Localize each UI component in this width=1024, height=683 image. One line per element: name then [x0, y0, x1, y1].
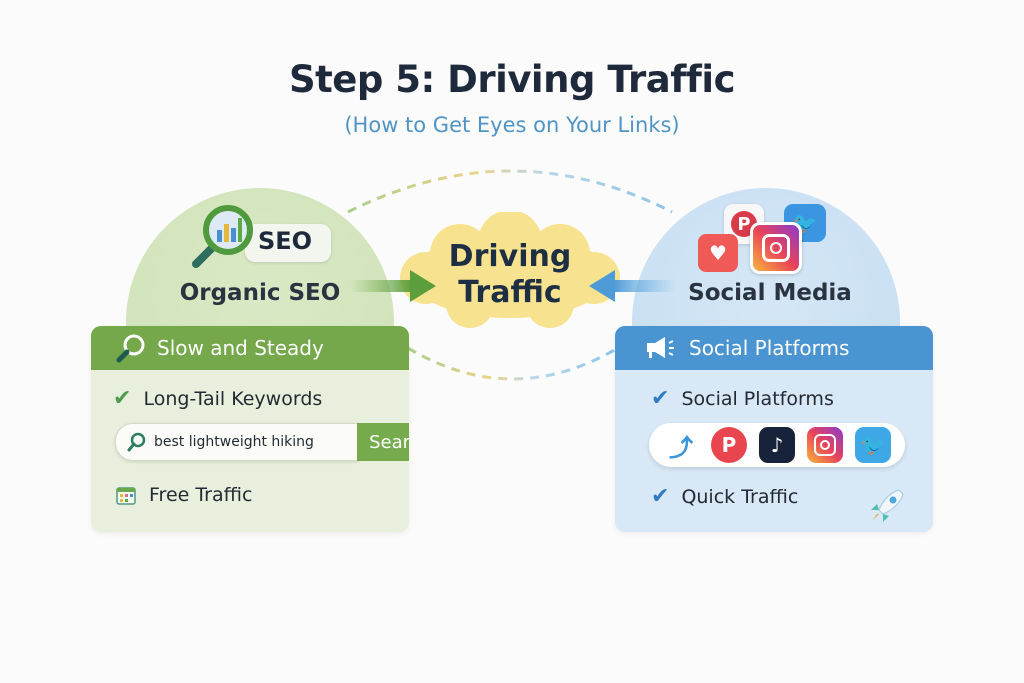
driving-traffic-cloud	[400, 212, 620, 328]
check-icon: ✔	[651, 484, 670, 509]
center-line-2: Traffic	[458, 275, 562, 310]
list-item: ✔ Long-Tail Keywords	[113, 386, 322, 411]
list-item: ✔ Social Platforms	[651, 386, 834, 411]
pinterest-icon[interactable]: P	[711, 427, 747, 463]
seo-badge-label: SEO	[258, 227, 313, 255]
instagram-icon[interactable]	[807, 427, 843, 463]
twitter-icon[interactable]: 🐦	[855, 427, 891, 463]
list-item-label: Quick Traffic	[681, 485, 799, 508]
card-title: Slow and Steady	[157, 336, 324, 360]
center-line-1: Driving	[448, 239, 572, 274]
list-item-label: Long-Tail Keywords	[143, 387, 323, 410]
card-title: Social Platforms	[689, 336, 850, 360]
page-subtitle: (How to Get Eyes on Your Links)	[344, 113, 680, 137]
list-item: ✔ Quick Traffic	[651, 484, 798, 509]
list-item-label: Social Platforms	[681, 387, 834, 410]
driving-traffic-label: Driving Traffic	[420, 239, 600, 311]
check-icon: ✔	[651, 386, 670, 411]
magnifier-icon	[115, 332, 147, 364]
check-icon: ✔	[113, 386, 132, 411]
seo-badge	[245, 224, 331, 262]
calendar-icon	[116, 487, 136, 505]
tiktok-icon[interactable]: ♪	[759, 427, 795, 463]
social-media-heading: Social Media	[688, 280, 852, 306]
search-input-value: best lightweight hiking	[154, 434, 314, 450]
heart-icon: ♥	[698, 234, 738, 272]
organic-seo-heading: Organic SEO	[179, 280, 341, 306]
green-arrow-icon	[350, 270, 436, 302]
list-item: Free Traffic	[115, 484, 252, 506]
platform-icon-strip: ⤴ P ♪ 🐦	[649, 423, 905, 467]
card-header: Social Platforms	[615, 326, 933, 370]
megaphone-icon	[645, 335, 679, 361]
search-input[interactable]: best lightweight hiking	[115, 423, 359, 461]
search-icon	[127, 432, 146, 452]
organic-seo-card: Slow and Steady ✔ Long-Tail Keywords bes…	[91, 326, 409, 532]
page-title: Step 5: Driving Traffic	[288, 58, 736, 101]
rocket-icon	[871, 489, 904, 522]
search-button[interactable]: Search	[357, 423, 409, 461]
magnifier-chart-icon	[192, 205, 253, 268]
share-icon[interactable]: ⤴	[669, 433, 693, 462]
list-item-label: Free Traffic	[149, 484, 253, 506]
social-platforms-card: Social Platforms ✔ Social Platforms ⤴ P …	[615, 326, 933, 532]
card-header: Slow and Steady	[91, 326, 409, 370]
blue-arrow-icon	[589, 270, 675, 302]
keyword-search-box: best lightweight hiking Search	[115, 423, 409, 461]
instagram-icon	[750, 222, 802, 274]
